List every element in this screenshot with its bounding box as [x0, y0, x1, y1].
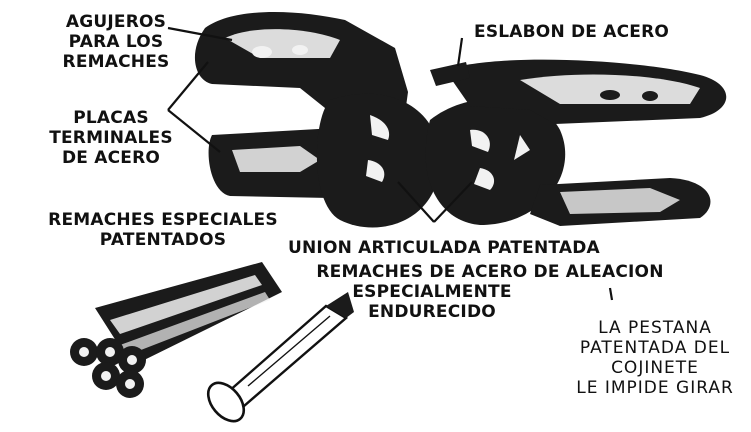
steel-link-pin — [430, 62, 470, 86]
right-steel-plate — [445, 59, 727, 226]
label-special-rivets: REMACHES ESPECIALES PATENTADOS — [48, 210, 278, 250]
rivet-bundle — [70, 262, 282, 398]
label-steel-link: ESLABON DE ACERO — [474, 22, 670, 42]
single-rivet — [206, 292, 354, 423]
label-steel-end-plates: PLACAS TERMINALES DE ACERO — [49, 108, 173, 168]
label-bearing-flange: LA PESTANA PATENTADA DEL COJINETE LE IMP… — [576, 318, 734, 398]
label-rivet-holes: AGUJEROS PARA LOS REMACHES — [62, 12, 170, 72]
label-alloy-rivets: REMACHES DE ACERO DE ALEACION ESPECIALME… — [316, 262, 664, 322]
leader-lines — [167, 26, 614, 301]
label-hinge-joint: UNION ARTICULADA PATENTADA — [288, 238, 600, 258]
